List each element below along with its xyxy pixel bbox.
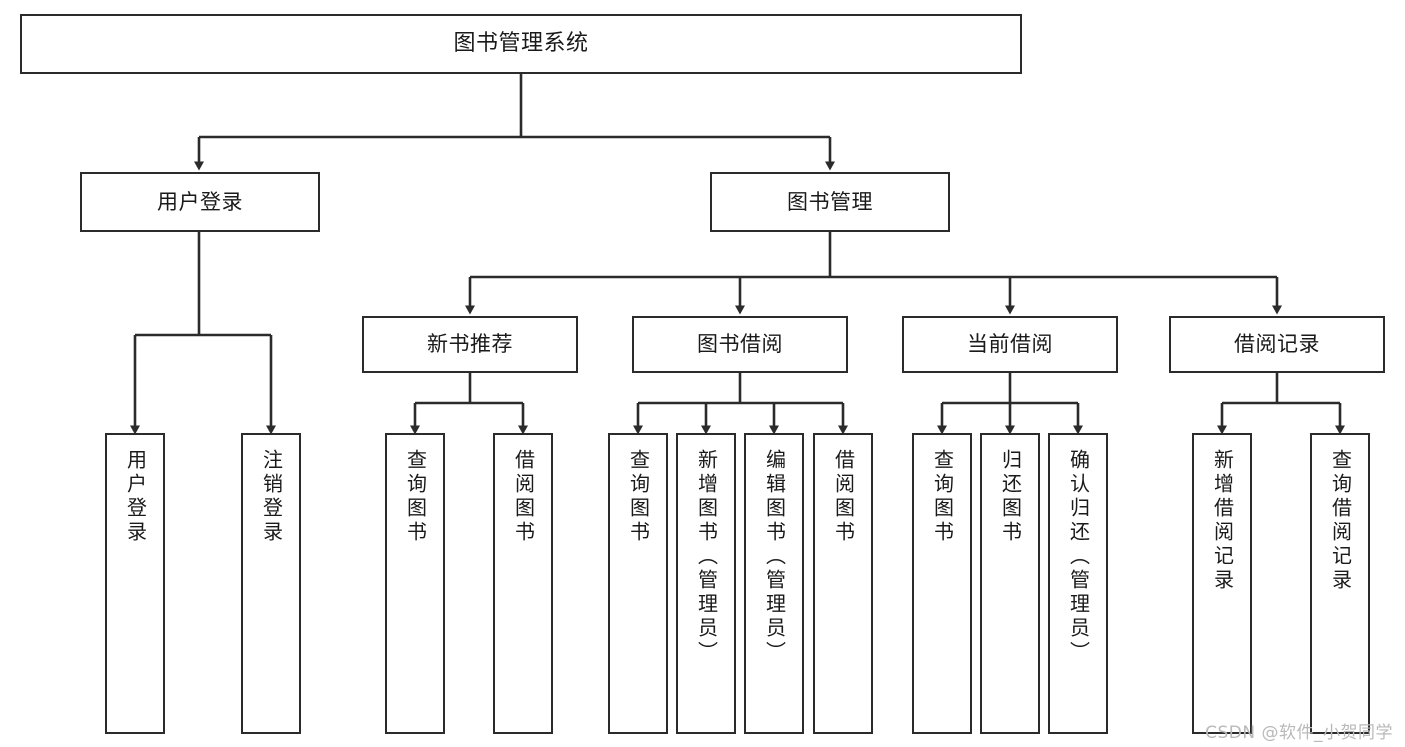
node-leaf-borrow-record-add[interactable]: 新增借阅记录 xyxy=(1192,433,1252,734)
node-label: 查询图书 xyxy=(626,449,651,545)
node-label: 图书借阅 xyxy=(697,332,783,357)
node-book-borrow[interactable]: 图书借阅 xyxy=(632,316,848,373)
node-new-book-recommend[interactable]: 新书推荐 xyxy=(362,316,578,373)
node-label: 用户登录 xyxy=(157,189,243,214)
node-label: 编辑图书（管理员） xyxy=(762,449,787,665)
watermark-text: CSDN @软件_小贺同学 xyxy=(1205,723,1393,743)
node-label: 新增借阅记录 xyxy=(1210,449,1235,593)
node-label: 图书管理系统 xyxy=(453,31,589,57)
node-label: 借阅记录 xyxy=(1234,332,1320,357)
node-leaf-borrow-record-query[interactable]: 查询借阅记录 xyxy=(1310,433,1370,734)
node-label: 借阅图书 xyxy=(511,449,536,545)
node-leaf-book-borrow-borrow[interactable]: 借阅图书 xyxy=(813,433,873,734)
node-label: 查询图书 xyxy=(403,449,428,545)
node-label: 借阅图书 xyxy=(831,449,856,545)
node-label: 查询借阅记录 xyxy=(1328,449,1353,593)
node-label: 图书管理 xyxy=(787,189,873,214)
node-leaf-book-borrow-query[interactable]: 查询图书 xyxy=(608,433,668,734)
node-root-book-management-system[interactable]: 图书管理系统 xyxy=(20,14,1022,74)
node-leaf-current-borrow-confirm-return[interactable]: 确认归还（管理员） xyxy=(1048,433,1108,734)
node-book-management[interactable]: 图书管理 xyxy=(710,172,950,232)
node-leaf-user-login-signout[interactable]: 注销登录 xyxy=(241,433,301,734)
node-leaf-book-borrow-edit[interactable]: 编辑图书（管理员） xyxy=(744,433,804,734)
node-borrow-record[interactable]: 借阅记录 xyxy=(1169,316,1385,373)
node-label: 新增图书（管理员） xyxy=(694,449,719,665)
node-label: 归还图书 xyxy=(998,449,1023,545)
node-label: 新书推荐 xyxy=(427,332,513,357)
node-leaf-current-borrow-query[interactable]: 查询图书 xyxy=(912,433,972,734)
node-leaf-user-login-signin[interactable]: 用户登录 xyxy=(105,433,165,734)
node-current-borrow[interactable]: 当前借阅 xyxy=(902,316,1118,373)
node-user-login[interactable]: 用户登录 xyxy=(80,172,320,232)
node-label: 当前借阅 xyxy=(967,332,1053,357)
node-leaf-new-book-query[interactable]: 查询图书 xyxy=(385,433,445,734)
node-label: 用户登录 xyxy=(123,449,148,545)
node-leaf-new-book-borrow[interactable]: 借阅图书 xyxy=(493,433,553,734)
node-label: 注销登录 xyxy=(259,449,284,545)
node-label: 确认归还（管理员） xyxy=(1066,449,1091,665)
node-leaf-current-borrow-return[interactable]: 归还图书 xyxy=(980,433,1040,734)
node-label: 查询图书 xyxy=(930,449,955,545)
node-leaf-book-borrow-add[interactable]: 新增图书（管理员） xyxy=(676,433,736,734)
